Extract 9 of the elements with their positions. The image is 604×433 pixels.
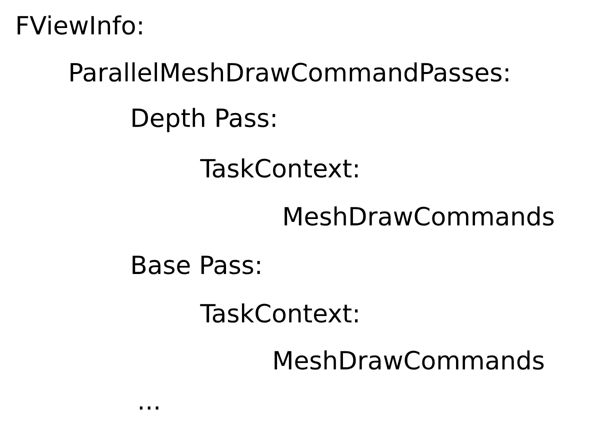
outline-text: ParallelMeshDrawCommandPasses: (70, 62, 508, 82)
outline-text: Depth Pass: (132, 108, 276, 132)
outline-text: ... (140, 406, 158, 410)
outline-text: TaskContext: (200, 158, 358, 178)
outline-text: Base Pass: (132, 256, 260, 274)
outline-text: TaskContext: (200, 303, 358, 323)
outline-text: MeshDrawCommands (284, 206, 554, 226)
outline-text: MeshDrawCommands (274, 350, 544, 370)
outline-text: FViewInfo: (18, 15, 142, 35)
